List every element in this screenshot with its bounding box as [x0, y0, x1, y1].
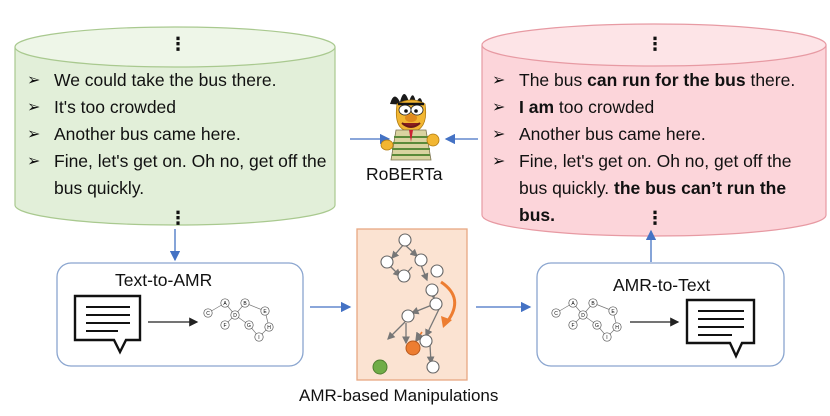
- graph-node-label: F: [571, 323, 574, 329]
- right-top-ellipsis: ⋮: [646, 34, 664, 54]
- highlighted-change: the bus can’t run the bus.: [519, 178, 787, 225]
- graph-node: [230, 310, 240, 320]
- manipulation-caption: AMR-based Manipulations: [299, 386, 499, 405]
- sentence-fragment: It's too crowded: [54, 97, 177, 117]
- highlighted-change: can run for the bus: [587, 70, 746, 90]
- sentence-fragment: Fine, let's get on. Oh no, get off the b…: [519, 151, 792, 198]
- left_cylinder-sentence: We could take the bus there.: [54, 70, 276, 90]
- sentence-fragment: too crowded: [554, 97, 655, 117]
- highlighted-change: I am: [519, 97, 555, 117]
- text-to-amr-label: Text-to-AMR: [115, 270, 213, 290]
- graph-node: [244, 320, 254, 330]
- left_cylinder-bullet-item: ➢ It's too crowded: [27, 94, 335, 121]
- graph-node: [592, 320, 602, 330]
- right_cylinder-sentence: The bus can run for the bus there.: [519, 70, 795, 90]
- roberta-label: RoBERTa: [366, 164, 443, 184]
- left-cylinder: [14, 26, 336, 226]
- graph-node-label: E: [263, 309, 267, 315]
- graph-node-label: A: [571, 301, 575, 307]
- right_cylinder-bullet-item: ➢ Another bus came here.: [492, 121, 814, 148]
- bullet-arrow-icon: ➢: [27, 153, 41, 170]
- graph-node-label: E: [611, 309, 615, 315]
- bullet-arrow-icon: ➢: [492, 72, 506, 89]
- amr-graph-right: A B C D E F G H I: [551, 298, 622, 342]
- graph-node-label: G: [247, 323, 251, 329]
- graph-node: [612, 322, 622, 332]
- graph-node: [264, 322, 274, 332]
- bullet-arrow-icon: ➢: [27, 126, 41, 143]
- bullet-arrow-icon: ➢: [492, 99, 506, 116]
- right_cylinder-bullet-item: ➢ Fine, let's get on. Oh no, get off the …: [492, 148, 814, 229]
- amr-graph-left: A B C D E F G H I: [203, 298, 274, 342]
- right_cylinder-bullet-item: ➢ I am too crowded: [492, 94, 814, 121]
- right-sentence-list: ➢ The bus can run for the bus there. ➢ I am…: [492, 67, 814, 229]
- muppet-character-icon: [380, 94, 440, 161]
- flow-arrows: [169, 133, 657, 313]
- left-sentence-list: ➢ We could take the bus there. ➢ It's too c…: [27, 67, 335, 202]
- graph-node-label: A: [223, 301, 227, 307]
- right_cylinder-sentence: I am too crowded: [519, 97, 654, 117]
- graph-node-label: G: [595, 323, 599, 329]
- bullet-arrow-icon: ➢: [492, 153, 506, 170]
- document-bubble-icon-right: [685, 298, 756, 359]
- graph-node: [568, 320, 578, 330]
- left_cylinder-bullet-item: ➢ Fine, let's get on. Oh no, get off the …: [27, 148, 335, 202]
- graph-node: [608, 306, 618, 316]
- left_cylinder-sentence: Fine, let's get on. Oh no, get off the b…: [54, 151, 327, 198]
- graph-node: [260, 306, 270, 316]
- right-bottom-ellipsis: ⋮: [646, 208, 664, 228]
- manipulation-graph: [372, 233, 457, 375]
- graph-node-label: D: [233, 313, 237, 319]
- left_cylinder-bullet-item: ➢ Another bus came here.: [27, 121, 335, 148]
- graph-node: [588, 298, 598, 308]
- amr-to-text-label: AMR-to-Text: [613, 275, 711, 295]
- bullet-arrow-icon: ➢: [492, 126, 506, 143]
- graph-node: [578, 310, 588, 320]
- graph-node-label: C: [554, 311, 558, 317]
- graph-node-label: I: [258, 335, 259, 341]
- left_cylinder-bullet-item: ➢ We could take the bus there.: [27, 67, 335, 94]
- sentence-fragment: The bus: [519, 70, 588, 90]
- graph-node: [602, 332, 612, 342]
- sentence-fragment: We could take the bus there.: [54, 70, 277, 90]
- graph-node: [551, 308, 561, 318]
- left-top-ellipsis: ⋮: [169, 34, 187, 54]
- sentence-fragment: there.: [745, 70, 796, 90]
- graph-node-label: B: [591, 301, 595, 307]
- left-bottom-ellipsis: ⋮: [169, 208, 187, 228]
- graph-node: [220, 320, 230, 330]
- left_cylinder-sentence: Another bus came here.: [54, 124, 241, 144]
- graph-node-label: B: [243, 301, 247, 307]
- bullet-arrow-icon: ➢: [27, 72, 41, 89]
- graph-node-label: F: [223, 323, 226, 329]
- graph-node-label: D: [581, 313, 585, 319]
- right_cylinder-sentence: Fine, let's get on. Oh no, get off the b…: [519, 151, 792, 225]
- bullet-arrow-icon: ➢: [27, 99, 41, 116]
- right_cylinder-bullet-item: ➢ The bus can run for the bus there.: [492, 67, 814, 94]
- sentence-fragment: Another bus came here.: [54, 124, 241, 144]
- graph-node: [568, 298, 578, 308]
- sentence-fragment: Fine, let's get on. Oh no, get off the b…: [54, 151, 327, 198]
- graph-node-label: I: [606, 335, 607, 341]
- graph-node: [220, 298, 230, 308]
- right_cylinder-sentence: Another bus came here.: [519, 124, 706, 144]
- document-bubble-icon-left: [73, 294, 142, 355]
- graph-node-label: H: [267, 325, 271, 331]
- left_cylinder-sentence: It's too crowded: [54, 97, 176, 117]
- right-cylinder: [481, 23, 827, 237]
- graph-node: [254, 332, 264, 342]
- graph-node: [240, 298, 250, 308]
- sentence-fragment: Another bus came here.: [519, 124, 706, 144]
- graph-node-label: C: [206, 311, 210, 317]
- graph-node: [203, 308, 213, 318]
- graph-node-label: H: [615, 325, 619, 331]
